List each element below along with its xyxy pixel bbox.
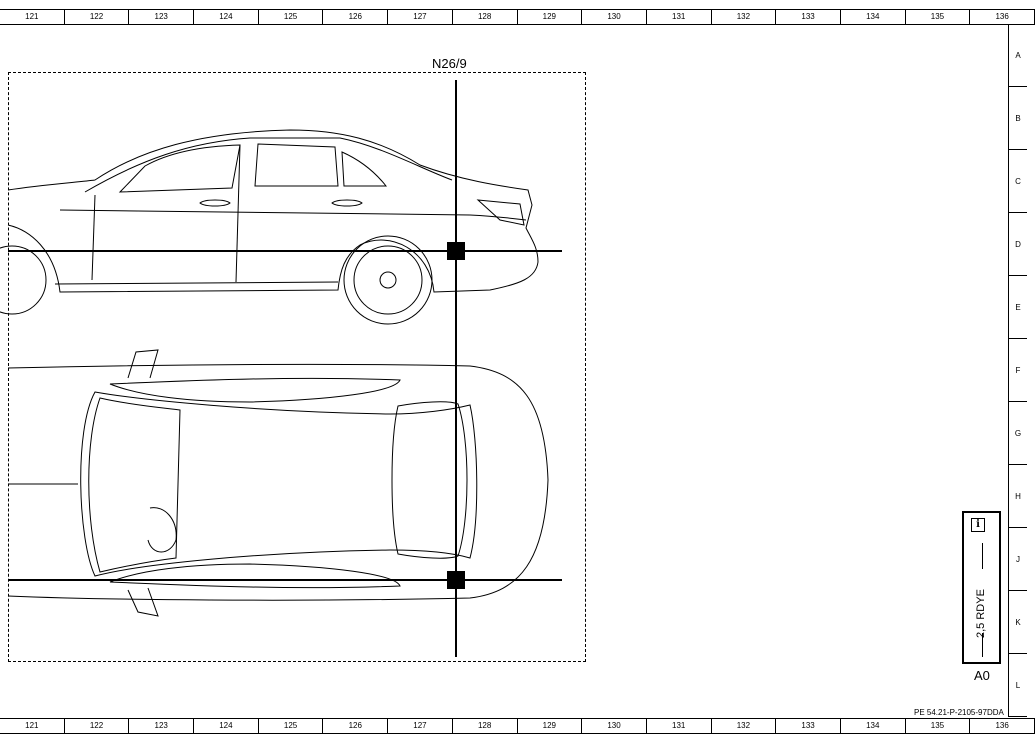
location-line-horizontal-top — [8, 579, 562, 581]
bottom-column-123: 123 — [129, 719, 195, 733]
bottom-column-129: 129 — [518, 719, 583, 733]
row-B: B — [1009, 87, 1027, 150]
top-column-130: 130 — [582, 10, 647, 24]
row-G: G — [1009, 402, 1027, 465]
side-view-door-line-2 — [235, 144, 241, 283]
top-column-127: 127 — [388, 10, 453, 24]
document-reference: PE 54.21-P-2105-97DDA — [914, 708, 1004, 717]
location-line-horizontal-side — [8, 250, 562, 252]
component-marker-top-view[interactable] — [447, 571, 465, 589]
connector-label: A0 — [974, 668, 990, 683]
row-A: A — [1009, 24, 1027, 87]
wire-label: 2,5 RDYE — [975, 589, 987, 638]
top-column-124: 124 — [194, 10, 259, 24]
top-view-mirror-bottom — [127, 587, 159, 617]
bottom-column-127: 127 — [388, 719, 453, 733]
bottom-column-125: 125 — [259, 719, 324, 733]
row-L: L — [1009, 654, 1027, 717]
side-view-roof — [84, 137, 453, 193]
side-view-body — [7, 129, 539, 293]
connector-box[interactable]: i 2,5 RDYE — [962, 511, 1001, 664]
top-view-side-glass-bottom — [109, 563, 401, 589]
bottom-column-131: 131 — [647, 719, 712, 733]
bottom-column-133: 133 — [776, 719, 841, 733]
top-view-body — [7, 363, 549, 601]
top-column-134: 134 — [841, 10, 906, 24]
top-view-windshield — [88, 397, 181, 573]
bottom-column-121: 121 — [0, 719, 65, 733]
top-column-123: 123 — [129, 10, 195, 24]
component-frame — [8, 72, 586, 662]
bottom-column-134: 134 — [841, 719, 906, 733]
row-F: F — [1009, 339, 1027, 402]
bottom-column-128: 128 — [453, 719, 518, 733]
top-column-132: 132 — [712, 10, 777, 24]
location-line-vertical — [455, 80, 457, 657]
top-view-rear-window — [391, 401, 468, 559]
top-column-128: 128 — [453, 10, 518, 24]
row-C: C — [1009, 150, 1027, 213]
component-label: N26/9 — [432, 56, 467, 71]
top-column-133: 133 — [776, 10, 841, 24]
side-view-handle-front — [199, 199, 231, 207]
top-column-135: 135 — [906, 10, 971, 24]
top-column-126: 126 — [323, 10, 389, 24]
top-column-122: 122 — [65, 10, 130, 24]
bottom-column-135: 135 — [906, 719, 971, 733]
row-D: D — [1009, 213, 1027, 276]
info-icon[interactable]: i — [971, 518, 985, 532]
wire-line-upper — [982, 543, 983, 569]
side-view-sill — [54, 281, 339, 285]
side-view-window-middle — [254, 143, 339, 187]
side-view-window-rear — [341, 151, 388, 187]
top-column-125: 125 — [259, 10, 324, 24]
component-marker-side-view[interactable] — [447, 242, 465, 260]
top-view-side-glass-top — [109, 377, 401, 403]
row-J: J — [1009, 528, 1027, 591]
row-K: K — [1009, 591, 1027, 654]
side-view-door-line-1 — [91, 194, 96, 281]
bottom-column-126: 126 — [323, 719, 389, 733]
top-column-121: 121 — [0, 10, 65, 24]
top-view-mirror-top — [127, 349, 159, 379]
side-view-front-wheel — [0, 245, 47, 315]
top-view-steering-wheel — [147, 507, 177, 553]
bottom-column-122: 122 — [65, 719, 130, 733]
row-E: E — [1009, 276, 1027, 339]
wire-line-lower — [982, 633, 983, 657]
side-view-rear-wheel — [343, 235, 433, 325]
side-view-handle-rear — [331, 199, 363, 207]
top-column-129: 129 — [518, 10, 583, 24]
bottom-column-132: 132 — [712, 719, 777, 733]
top-view-cabin — [80, 391, 478, 577]
bottom-column-124: 124 — [194, 719, 259, 733]
bottom-column-130: 130 — [582, 719, 647, 733]
row-H: H — [1009, 465, 1027, 528]
side-view-taillight — [476, 199, 525, 226]
top-column-131: 131 — [647, 10, 712, 24]
